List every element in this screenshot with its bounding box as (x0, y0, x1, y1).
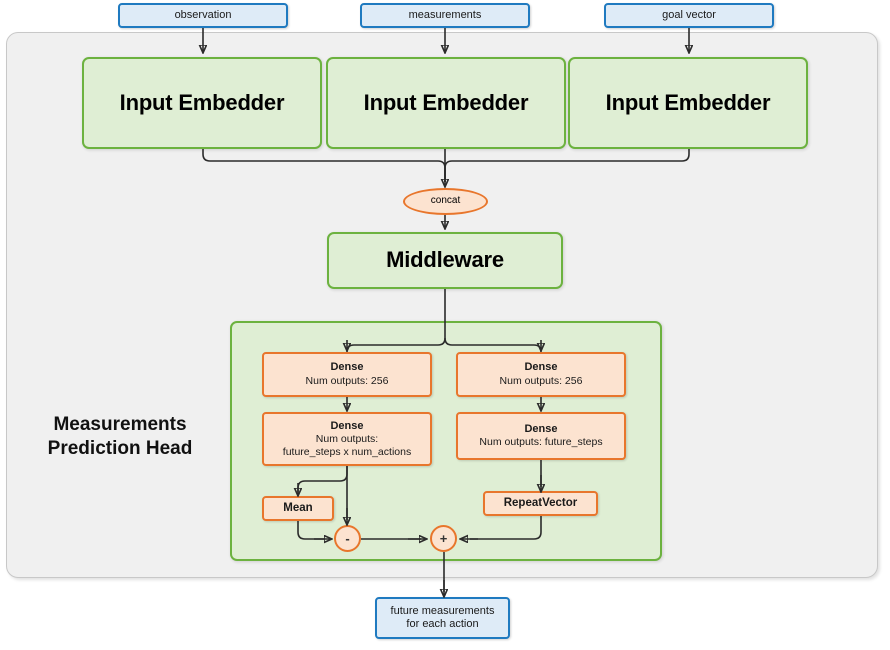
output-box-future-measurements[interactable]: future measurements for each action (375, 597, 510, 639)
right-dense-256-sub: Num outputs: 256 (499, 374, 583, 387)
left-dense-future-sub1: Num outputs: (315, 432, 379, 445)
concat-label: concat (430, 195, 461, 207)
head-title: Measurements Prediction Head (20, 413, 220, 461)
add-op-circle[interactable]: + (430, 525, 457, 552)
output-box-line1: future measurements (390, 604, 495, 617)
input-box-measurements-label: measurements (408, 8, 482, 21)
input-embedder-1-label: Input Embedder (119, 89, 285, 115)
repeat-vector-label: RepeatVector (503, 497, 578, 510)
head-title-line2: Prediction Head (47, 437, 193, 459)
middleware-box[interactable]: Middleware (327, 232, 563, 289)
mean-box[interactable]: Mean (262, 496, 334, 521)
right-dense-future-steps[interactable]: Dense Num outputs: future_steps (456, 412, 626, 460)
input-box-goal-vector-label: goal vector (662, 8, 716, 21)
left-dense-future-steps-actions[interactable]: Dense Num outputs: future_steps x num_ac… (262, 412, 432, 466)
repeat-vector-box[interactable]: RepeatVector (483, 491, 598, 516)
input-box-observation[interactable]: observation (118, 3, 288, 28)
input-embedder-1[interactable]: Input Embedder (82, 57, 322, 149)
add-op-label: + (439, 530, 448, 546)
input-embedder-3[interactable]: Input Embedder (568, 57, 808, 149)
right-dense-256[interactable]: Dense Num outputs: 256 (456, 352, 626, 397)
left-dense-future-sub2: future_steps x num_actions (282, 445, 412, 458)
subtract-op-circle[interactable]: - (334, 525, 361, 552)
mean-label: Mean (283, 502, 313, 515)
right-dense-256-title: Dense (524, 361, 558, 374)
concat-node[interactable]: concat (403, 188, 488, 215)
left-dense-future-title: Dense (330, 419, 364, 432)
subtract-op-label: - (345, 530, 350, 546)
right-dense-future-title: Dense (524, 422, 558, 435)
input-embedder-3-label: Input Embedder (605, 89, 771, 115)
left-dense-256-title: Dense (330, 361, 364, 374)
middleware-label: Middleware (386, 247, 504, 273)
input-box-measurements[interactable]: measurements (360, 3, 530, 28)
input-embedder-2-label: Input Embedder (363, 89, 529, 115)
left-dense-256[interactable]: Dense Num outputs: 256 (262, 352, 432, 397)
input-embedder-2[interactable]: Input Embedder (326, 57, 566, 149)
input-box-observation-label: observation (174, 8, 232, 21)
output-box-line2: for each action (406, 618, 479, 630)
right-dense-future-sub: Num outputs: future_steps (479, 436, 603, 449)
head-title-line1: Measurements (53, 414, 187, 435)
left-dense-256-sub: Num outputs: 256 (305, 374, 389, 387)
input-box-goal-vector[interactable]: goal vector (604, 3, 774, 28)
